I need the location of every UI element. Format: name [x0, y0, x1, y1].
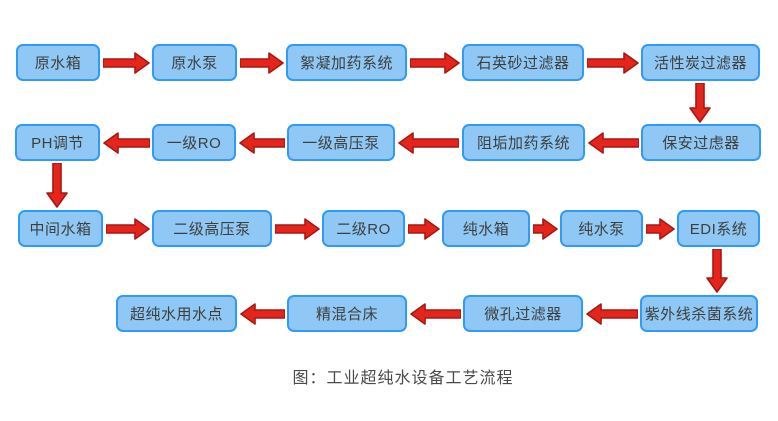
flow-node-quartz-sand-filter: 石英砂过滤器 — [462, 44, 584, 81]
flow-arrow-left — [586, 303, 638, 325]
flow-arrow-left — [410, 303, 461, 325]
flow-node-flocculation-dosing-system: 絮凝加药系统 — [286, 44, 407, 81]
flow-arrow-left — [398, 132, 459, 154]
flow-node-label: 中间水箱 — [29, 221, 92, 238]
flow-node-first-stage-hp-pump: 一级高压泵 — [287, 124, 395, 161]
flow-node-label: 石英砂过滤器 — [476, 55, 570, 72]
flow-node-label: 二级高压泵 — [173, 221, 251, 238]
flow-node-label: PH调节 — [31, 135, 84, 152]
flow-node-first-stage-ro: 一级RO — [152, 124, 236, 161]
flow-node-ph-adjustment: PH调节 — [15, 124, 100, 161]
flow-node-antiscalant-dosing-system: 阻垢加药系统 — [462, 124, 585, 161]
flow-node-second-stage-hp-pump: 二级高压泵 — [152, 210, 272, 247]
flow-node-raw-water-tank: 原水箱 — [16, 44, 100, 81]
flow-arrow-down — [46, 163, 68, 208]
flow-node-ultrapure-water-use-point: 超纯水用水点 — [116, 295, 237, 332]
flow-node-intermediate-water-tank: 中间水箱 — [18, 210, 103, 247]
flow-node-label: 活性炭过滤器 — [653, 55, 747, 72]
flow-node-label: EDI系统 — [689, 221, 748, 238]
flow-arrow-right — [275, 218, 320, 240]
flow-node-pure-water-tank: 纯水箱 — [442, 210, 530, 247]
flow-node-edi-system: EDI系统 — [677, 210, 760, 247]
flow-node-pure-water-pump: 纯水泵 — [560, 210, 643, 247]
flow-arrow-right — [587, 52, 639, 74]
flow-node-label: 原水箱 — [34, 55, 82, 72]
flow-arrow-left — [588, 132, 639, 154]
flow-node-security-filter: 保安过虑器 — [641, 124, 761, 161]
flow-node-second-stage-ro: 二级RO — [322, 210, 405, 247]
flow-arrow-left — [240, 303, 285, 325]
flow-node-label: 原水泵 — [171, 55, 218, 72]
flow-node-label: 一级RO — [166, 135, 222, 152]
flow-arrow-right — [106, 218, 150, 240]
flow-arrow-down — [689, 83, 711, 123]
flow-arrow-right — [410, 52, 460, 74]
flow-arrow-right — [240, 52, 284, 74]
flow-node-raw-water-pump: 原水泵 — [152, 44, 237, 81]
flow-node-label: 絮凝加药系统 — [299, 55, 393, 72]
flow-node-activated-carbon-filter: 活性炭过滤器 — [641, 44, 760, 81]
flow-node-label: 超纯水用水点 — [129, 306, 223, 323]
flow-node-label: 阻垢加药系统 — [476, 135, 570, 152]
flow-arrow-right — [646, 218, 675, 240]
flow-node-label: 微孔过滤器 — [484, 306, 562, 323]
flow-arrow-right — [533, 218, 558, 240]
flow-arrow-down — [706, 249, 728, 293]
flow-node-label: 二级RO — [336, 221, 391, 238]
flow-arrow-left — [103, 132, 150, 154]
flow-node-label: 保安过虑器 — [662, 135, 740, 152]
flow-node-label: 纯水泵 — [578, 221, 625, 238]
diagram-caption: 图：工业超纯水设备工艺流程 — [292, 370, 514, 387]
flow-node-uv-sterilization-system: 紫外线杀菌系统 — [640, 295, 758, 332]
flow-node-label: 精混合床 — [315, 306, 378, 323]
flow-arrow-right — [408, 218, 440, 240]
flow-arrow-right — [103, 52, 150, 74]
flow-node-polishing-mixed-bed: 精混合床 — [287, 295, 407, 332]
flow-node-label: 纯水箱 — [462, 221, 510, 238]
flow-node-microporous-filter: 微孔过滤器 — [463, 295, 583, 332]
flow-node-label: 一级高压泵 — [302, 135, 380, 152]
flow-node-label: 紫外线杀菌系统 — [644, 306, 754, 323]
flow-arrow-left — [239, 132, 285, 154]
